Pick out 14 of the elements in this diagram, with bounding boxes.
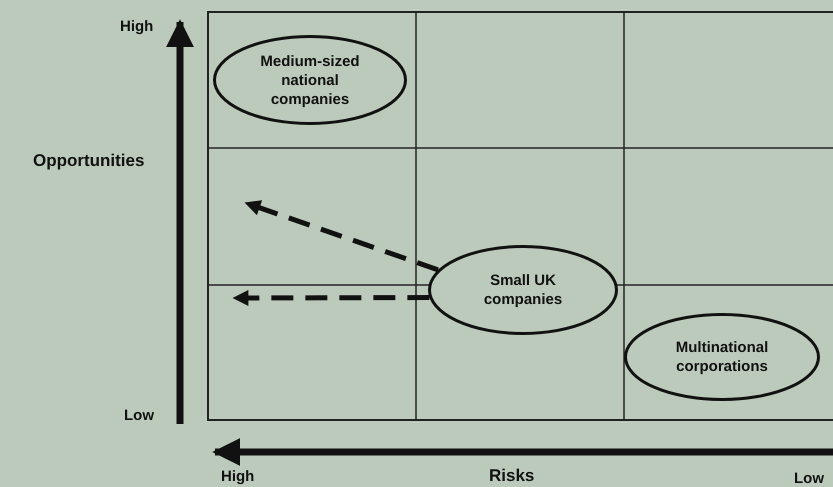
axis-title: Opportunities — [33, 151, 144, 171]
node-label: Medium-sized national companies — [259, 52, 361, 108]
ellipse-node — [624, 313, 820, 401]
dashed-arrow — [244, 200, 439, 272]
axis-label: High — [120, 18, 154, 35]
axis-label: High — [221, 468, 254, 485]
axis-title: Risks — [489, 466, 534, 486]
ellipse-node — [428, 245, 618, 335]
node-label: Multinational corporations — [674, 338, 770, 376]
dashed-arrow — [232, 290, 430, 306]
node-label: Small UK companies — [482, 271, 564, 309]
ellipse-node — [213, 35, 407, 125]
axis-label: Low — [124, 407, 154, 424]
axis-label: Low — [794, 470, 824, 487]
